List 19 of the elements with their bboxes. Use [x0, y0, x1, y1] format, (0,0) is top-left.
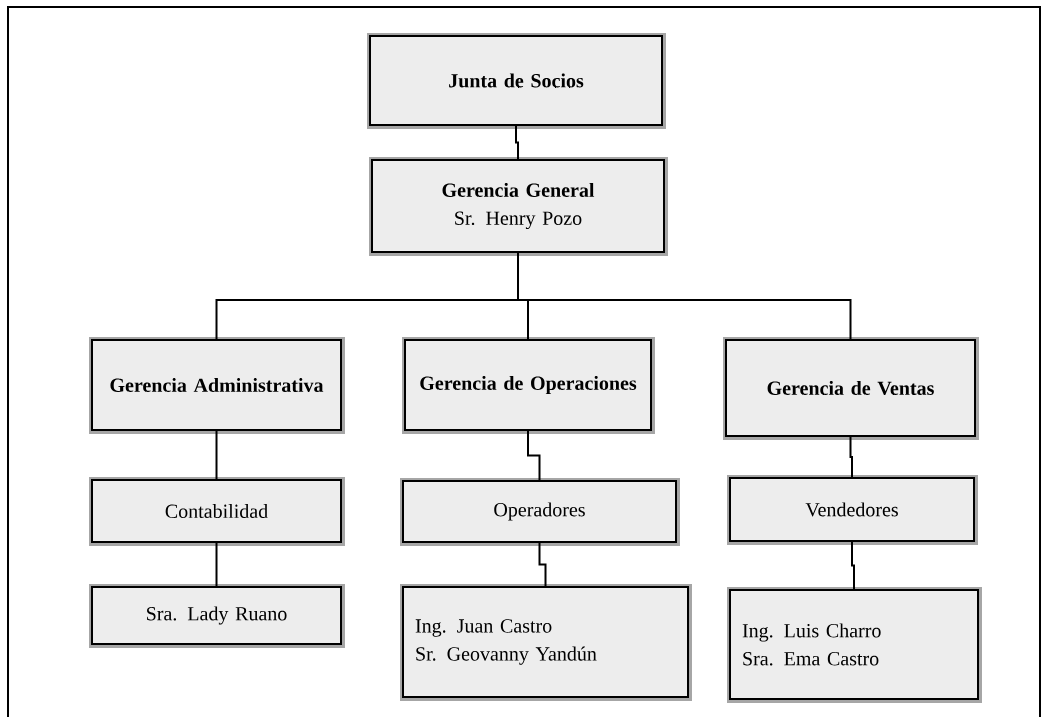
org-box: Contabilidad [91, 479, 342, 543]
org-box: Gerencia de Ventas [725, 339, 976, 437]
connector-line [215, 542, 218, 587]
connector-line [215, 430, 218, 480]
org-box: Sra. Lady Ruano [91, 586, 342, 645]
org-box: Vendedores [729, 477, 975, 542]
org-box: Ing. Luis Charro Sra. Ema Castro [729, 589, 979, 700]
connector-line [527, 430, 541, 481]
connector-line [538, 542, 547, 587]
connector-line [849, 436, 853, 478]
connector-line [515, 125, 519, 160]
org-box: Gerencia General Sr. Henry Pozo [371, 159, 665, 253]
org-box: Operadores [402, 480, 677, 543]
connector-line [517, 252, 852, 340]
org-box: Ing. Juan Castro Sr. Geovanny Yandún [402, 586, 689, 698]
org-box: Gerencia Administrativa [91, 339, 342, 431]
org-box: Junta de Socios [369, 35, 663, 126]
connector-line [851, 541, 855, 590]
org-box: Gerencia de Operaciones [404, 339, 652, 431]
